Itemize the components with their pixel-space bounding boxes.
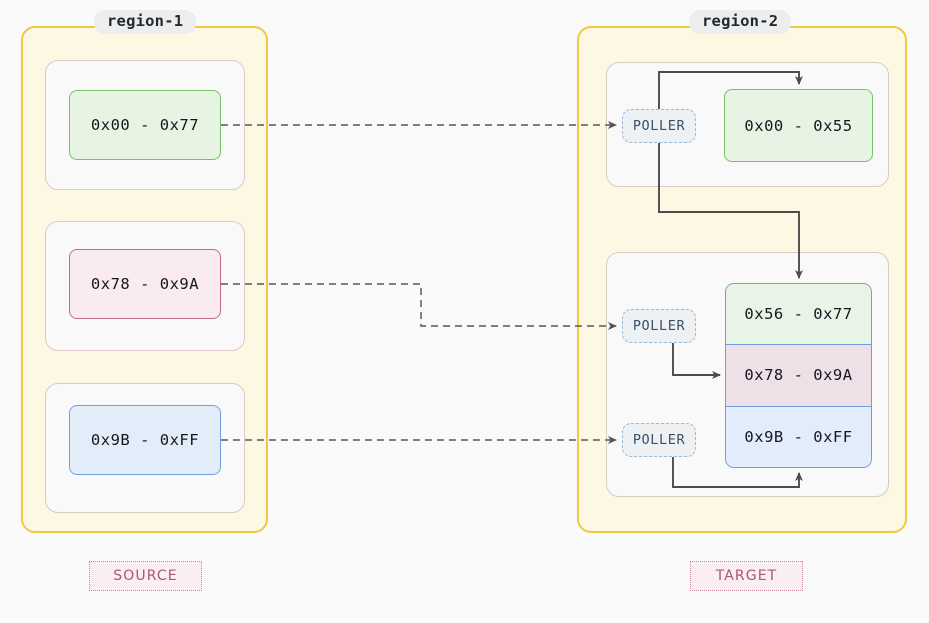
poller-node-2[interactable]: POLLER — [622, 423, 696, 457]
stack-row-2[interactable]: 0x9B - 0xFF — [726, 406, 871, 467]
stack-row-0[interactable]: 0x56 - 0x77 — [726, 284, 871, 345]
legend-target: TARGET — [690, 561, 803, 591]
target-block-top[interactable]: 0x00 - 0x55 — [724, 89, 873, 162]
legend-source: SOURCE — [89, 561, 202, 591]
source-block-1[interactable]: 0x78 - 0x9A — [69, 249, 221, 319]
target-stack-block: 0x56 - 0x77 0x78 - 0x9A 0x9B - 0xFF — [725, 283, 872, 468]
source-block-0[interactable]: 0x00 - 0x77 — [69, 90, 221, 160]
region-2-label: region-2 — [689, 10, 792, 35]
region-1-label: region-1 — [94, 10, 197, 35]
stack-row-1[interactable]: 0x78 - 0x9A — [726, 344, 871, 407]
poller-node-1[interactable]: POLLER — [622, 309, 696, 343]
wire-source1-to-poller1 — [221, 283, 617, 330]
poller-node-0[interactable]: POLLER — [622, 109, 696, 143]
source-block-2[interactable]: 0x9B - 0xFF — [69, 405, 221, 475]
